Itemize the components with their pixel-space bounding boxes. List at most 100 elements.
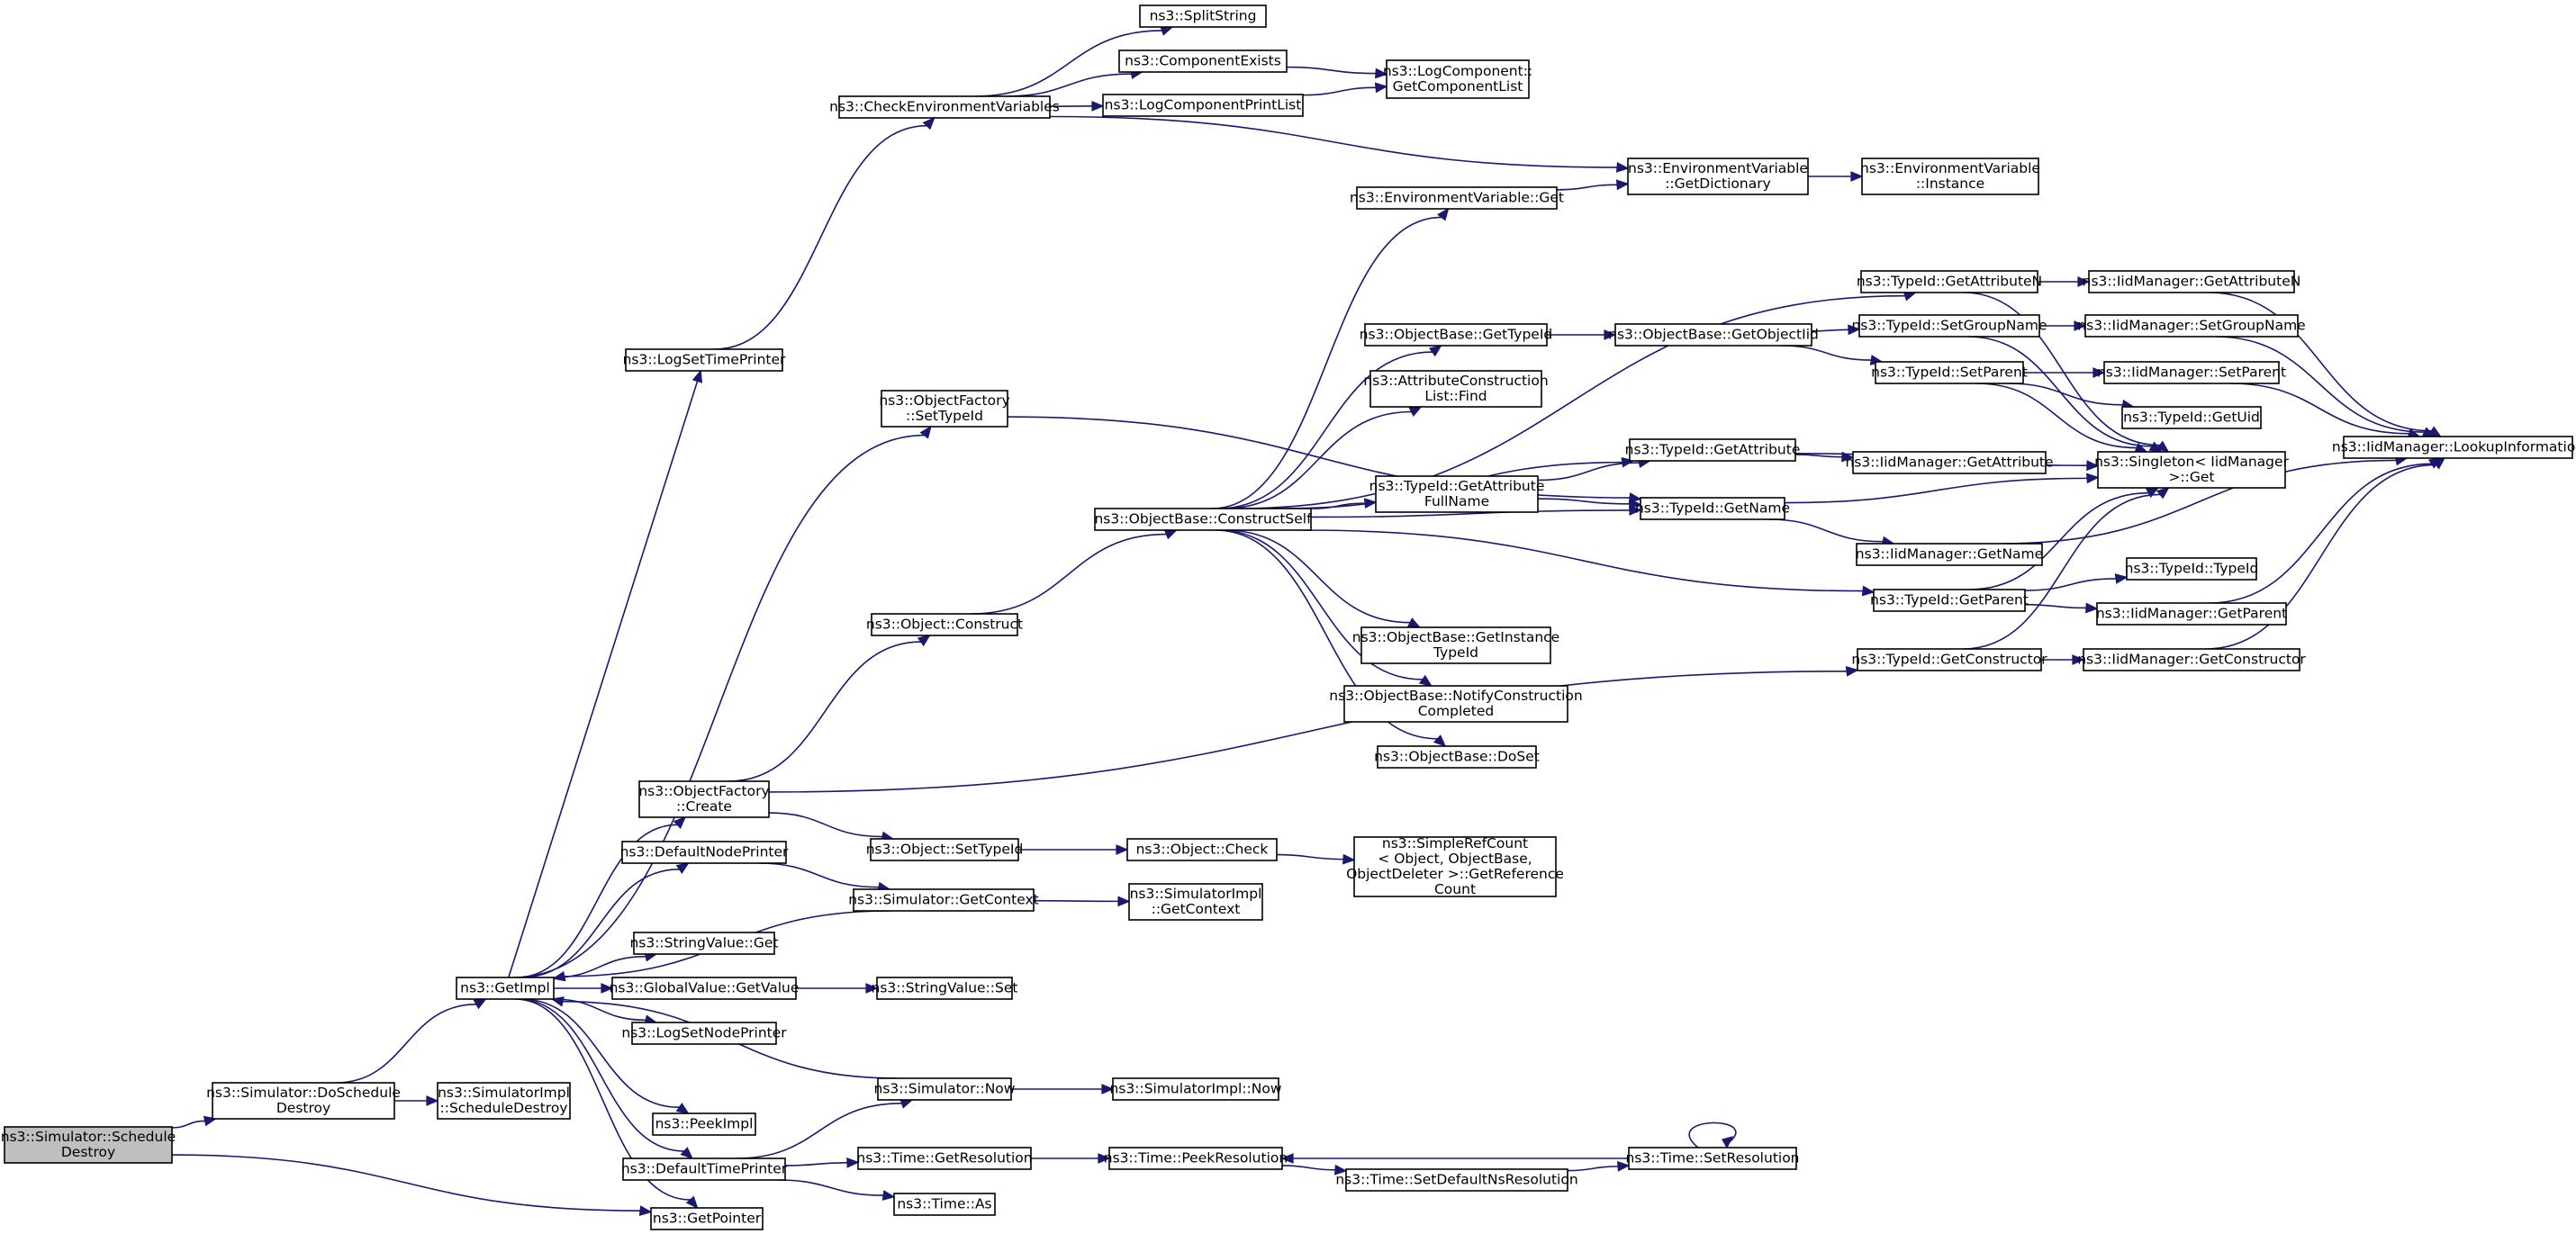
function-node-get_pointer[interactable]: ns3::GetPointer <box>650 1207 764 1230</box>
call-edge-global_value_get_value-to-string_value_set <box>796 983 879 994</box>
function-node-time_peek_resolution[interactable]: ns3::Time::PeekResolution <box>1104 1147 1288 1170</box>
function-node-iidmanager_set_group_name[interactable]: ns3::IidManager::SetGroupName <box>2077 314 2306 338</box>
call-edge-default_time_printer-to-time_get_resolution <box>784 1157 860 1168</box>
node-label: ns3::TypeId::TypeId <box>2125 561 2259 577</box>
function-node-time_as[interactable]: ns3::Time::As <box>893 1193 996 1216</box>
function-node-env_var_instance[interactable]: ns3::EnvironmentVariable::Instance <box>1860 158 2040 195</box>
call-edge-time_set_resolution-to-time_set_resolution <box>1688 1121 1737 1149</box>
node-label: < Object, ObjectBase, <box>1378 851 1532 867</box>
function-node-log_set_node_printer[interactable]: ns3::LogSetNodePrinter <box>621 1022 787 1045</box>
call-edge-object_factory_create-to-object_construct <box>728 635 931 782</box>
function-node-log_set_time_printer[interactable]: ns3::LogSetTimePrinter <box>623 348 786 372</box>
node-box <box>611 977 797 1000</box>
function-node-time_set_resolution[interactable]: ns3::Time::SetResolution <box>1625 1147 1800 1170</box>
function-node-peek_impl[interactable]: ns3::PeekImpl <box>652 1112 756 1136</box>
function-node-typeid_get_constructor[interactable]: ns3::TypeId::GetConstructor <box>1851 648 2047 671</box>
node-label: ObjectDeleter >::GetReference <box>1346 866 1564 882</box>
node-label: ns3::Time::PeekResolution <box>1104 1150 1288 1166</box>
node-label: ::Create <box>676 798 732 815</box>
function-node-iidmanager_get_parent[interactable]: ns3::IidManager::GetParent <box>2096 602 2287 626</box>
node-label: ns3::TypeId::GetUid <box>2123 410 2260 426</box>
function-node-env_var_get[interactable]: ns3::EnvironmentVariable::Get <box>1350 186 1564 210</box>
function-node-log_component_print_list[interactable]: ns3::LogComponentPrintList <box>1102 94 1304 117</box>
function-node-env_var_get_dictionary[interactable]: ns3::EnvironmentVariable::GetDictionary <box>1627 158 1809 195</box>
function-node-typeid_get_attribute[interactable]: ns3::TypeId::GetAttribute <box>1625 438 1801 462</box>
node-label: ns3::IidManager::GetName <box>1856 546 2043 563</box>
function-node-simimpl_schedule_destroy[interactable]: ns3::SimulatorImpl::ScheduleDestroy <box>437 1082 571 1120</box>
function-node-check_env_vars[interactable]: ns3::CheckEnvironmentVariables <box>829 95 1060 119</box>
node-box <box>1377 745 1537 769</box>
call-edge-log_component_print_list-to-log_component_get_list <box>1302 82 1388 96</box>
node-box <box>1857 648 2042 671</box>
function-node-typeid_get_parent[interactable]: ns3::TypeId::GetParent <box>1870 589 2029 612</box>
function-node-split_string[interactable]: ns3::SplitString <box>1139 5 1267 28</box>
call-edge-time_get_resolution-to-time_peek_resolution <box>1031 1153 1111 1164</box>
node-label: ns3::IidManager::GetConstructor <box>2077 652 2306 668</box>
function-node-object_base_notify_construction_completed[interactable]: ns3::ObjectBase::NotifyConstructionCompl… <box>1329 685 1583 723</box>
node-label: ns3::SimulatorImpl <box>438 1085 570 1101</box>
function-node-object_factory_set_type_id[interactable]: ns3::ObjectFactory::SetTypeId <box>879 390 1010 428</box>
function-node-default_node_printer[interactable]: ns3::DefaultNodePrinter <box>620 841 789 864</box>
node-label: ns3::LogComponentPrintList <box>1105 97 1302 113</box>
function-node-iidmanager_get_constructor[interactable]: ns3::IidManager::GetConstructor <box>2077 648 2306 671</box>
node-label: FullName <box>1424 493 1489 509</box>
function-node-typeid_set_parent[interactable]: ns3::TypeId::SetParent <box>1871 361 2028 384</box>
function-node-simulator_get_context[interactable]: ns3::Simulator::GetContext <box>848 888 1039 912</box>
function-node-root[interactable]: ns3::Simulator::ScheduleDestroy <box>1 1126 176 1164</box>
function-node-log_component_get_list[interactable]: ns3::LogComponent::GetComponentList <box>1383 59 1532 99</box>
node-label: ::GetDictionary <box>1665 176 1771 192</box>
function-node-typeid_set_group_name[interactable]: ns3::TypeId::SetGroupName <box>1851 314 2047 338</box>
call-edge-object_base_construct_self-to-object_base_get_type_id <box>1217 345 1442 509</box>
function-node-object_construct[interactable]: ns3::Object::Construct <box>866 613 1023 636</box>
function-node-simulator_now[interactable]: ns3::Simulator::Now <box>874 1077 1016 1101</box>
call-edge-time_set_resolution-to-time_peek_resolution <box>1280 1153 1629 1164</box>
call-edge-get_impl-to-default_node_printer <box>520 862 690 978</box>
node-label: GetComponentList <box>1393 78 1523 95</box>
function-node-object_base_get_type_id[interactable]: ns3::ObjectBase::GetTypeId <box>1360 323 1553 347</box>
function-node-object_base_get_object_iid[interactable]: ns3::ObjectBase::GetObjectIid <box>1608 323 1819 347</box>
function-node-iidmanager_get_name[interactable]: ns3::IidManager::GetName <box>1856 543 2043 566</box>
function-node-typeid_get_attribute_n[interactable]: ns3::TypeId::GetAttributeN <box>1857 270 2042 293</box>
function-node-global_value_get_value[interactable]: ns3::GlobalValue::GetValue <box>610 977 800 1000</box>
node-box <box>838 95 1051 119</box>
function-node-singleton_get[interactable]: ns3::Singleton< IidManager>::Get <box>2094 451 2290 489</box>
call-edge-typeid_get_constructor-to-singleton_get <box>1963 487 2170 650</box>
function-node-typeid_get_uid[interactable]: ns3::TypeId::GetUid <box>2121 406 2262 429</box>
function-node-iidmanager_lookup_information[interactable]: ns3::IidManager::LookupInformation <box>2332 436 2576 459</box>
node-box <box>1128 883 1263 921</box>
function-node-simimpl_get_context[interactable]: ns3::SimulatorImpl::GetContext <box>1128 883 1263 921</box>
node-box <box>1118 50 1288 73</box>
function-node-object_check[interactable]: ns3::Object::Check <box>1126 838 1278 861</box>
call-edge-object_check-to-simple_ref_count_get_reference_count <box>1276 853 1356 865</box>
node-box <box>2343 436 2573 459</box>
function-node-string_value_set[interactable]: ns3::StringValue::Set <box>872 977 1018 1000</box>
call-edge-object_factory_create-to-object_set_type_id <box>768 812 895 842</box>
function-node-string_value_get[interactable]: ns3::StringValue::Get <box>629 932 779 955</box>
function-node-component_exists[interactable]: ns3::ComponentExists <box>1118 50 1288 73</box>
function-node-object_set_type_id[interactable]: ns3::Object::SetTypeId <box>866 838 1024 861</box>
function-node-typeid_typeid[interactable]: ns3::TypeId::TypeId <box>2125 557 2259 581</box>
call-edge-typeid_get_attribute_full_name-to-typeid_get_name <box>1537 498 1642 509</box>
function-node-time_get_resolution[interactable]: ns3::Time::GetResolution <box>856 1147 1033 1170</box>
function-node-simple_ref_count_get_reference_count[interactable]: ns3::SimpleRefCount< Object, ObjectBase,… <box>1346 835 1564 897</box>
node-box <box>1360 626 1551 664</box>
node-box <box>1861 158 2039 195</box>
function-node-simimpl_now[interactable]: ns3::SimulatorImpl::Now <box>1109 1077 1282 1101</box>
function-node-time_set_default_ns_resolution[interactable]: ns3::Time::SetDefaultNsResolution <box>1335 1168 1578 1192</box>
node-box <box>877 1077 1012 1101</box>
function-node-object_base_construct_self[interactable]: ns3::ObjectBase::ConstructSelf <box>1094 508 1312 531</box>
function-node-iidmanager_get_attribute_n[interactable]: ns3::IidManager::GetAttributeN <box>2083 270 2301 293</box>
function-node-iidmanager_set_parent[interactable]: ns3::IidManager::SetParent <box>2097 361 2286 384</box>
function-node-object_base_do_set[interactable]: ns3::ObjectBase::DoSet <box>1374 745 1540 769</box>
node-label: ns3::DefaultNodePrinter <box>620 844 789 860</box>
node-box <box>1102 94 1304 117</box>
function-node-get_impl[interactable]: ns3::GetImpl <box>456 977 555 1000</box>
function-node-iidmanager_get_attribute[interactable]: ns3::IidManager::GetAttribute <box>1845 451 2054 474</box>
function-node-typeid_get_name[interactable]: ns3::TypeId::GetName <box>1635 497 1790 520</box>
function-node-default_time_printer[interactable]: ns3::DefaultTimePrinter <box>621 1157 788 1181</box>
function-node-object_factory_create[interactable]: ns3::ObjectFactory::Create <box>638 780 770 818</box>
